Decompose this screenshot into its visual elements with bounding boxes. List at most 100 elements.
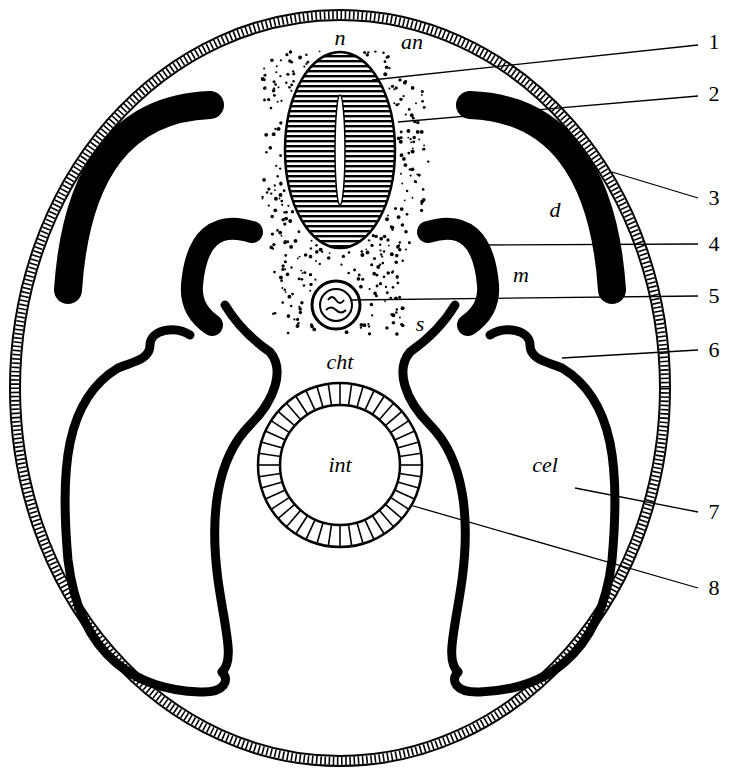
mesenchyme-dot <box>366 251 370 255</box>
epithelium-line <box>372 396 384 415</box>
mesenchyme-dot <box>398 103 400 105</box>
epithelium-line <box>395 490 415 499</box>
mesenchyme-dot <box>302 272 304 274</box>
mesenchyme-dot <box>277 86 279 88</box>
epithelium-line <box>365 390 374 410</box>
mesenchyme-dot <box>291 210 294 213</box>
mesenchyme-dot <box>281 268 284 271</box>
epithelium-line <box>349 384 352 406</box>
mesenchyme-dot <box>397 136 401 140</box>
mesenchyme-dot <box>287 73 289 75</box>
mesenchyme-dot <box>383 250 385 252</box>
epithelium-line <box>261 442 282 448</box>
mesenchyme-dot <box>395 254 399 258</box>
mesenchyme-dot <box>365 248 367 250</box>
epithelium-line <box>372 516 384 535</box>
mesenchyme-dot <box>279 154 282 157</box>
mesenchyme-dot <box>284 289 286 291</box>
mesenchyme-dot <box>272 248 274 250</box>
mesenchyme-dot <box>414 180 417 183</box>
mesenchyme-dot <box>406 213 409 216</box>
mesenchyme-dot <box>399 140 403 144</box>
mesenchyme-dot <box>319 263 321 265</box>
mesenchyme-dot <box>287 332 290 335</box>
mesenchyme-dot <box>293 318 295 320</box>
mesenchyme-dot <box>285 291 287 293</box>
mesenchyme-dot <box>303 284 305 286</box>
mesenchyme-dot <box>418 138 420 140</box>
part-label: cht <box>327 351 354 373</box>
mesenchyme-dot <box>386 271 390 275</box>
mesenchyme-dot <box>284 260 287 263</box>
mesenchyme-dot <box>267 98 270 101</box>
mesenchyme-dot <box>292 80 294 82</box>
mesenchyme-dot <box>276 229 279 232</box>
mesenchyme-dot <box>273 80 276 83</box>
epithelium-line <box>317 523 323 544</box>
mesenchyme-dot <box>277 175 279 177</box>
mesenchyme-dot <box>398 78 401 81</box>
mesenchyme-dot <box>271 232 274 235</box>
mesenchyme-dot <box>399 98 402 101</box>
mesenchyme-dot <box>395 332 398 335</box>
ectoderm-band <box>10 10 670 766</box>
mesenchyme-dot <box>265 151 268 154</box>
mesenchyme-dot <box>391 313 395 317</box>
mesenchyme-dot <box>285 81 287 83</box>
mesenchyme-dot <box>279 198 281 200</box>
mesenchyme-dot <box>268 146 272 150</box>
mesenchyme-dot <box>420 130 424 134</box>
epithelium-line <box>400 464 422 466</box>
mesenchyme-dot <box>379 282 382 285</box>
mesenchyme-dot <box>270 59 274 63</box>
mesenchyme-dot <box>299 256 301 258</box>
mesenchyme-dot <box>404 199 406 201</box>
mesenchyme-dot <box>279 182 282 185</box>
mesenchyme-dot <box>270 107 273 110</box>
callout-number: 5 <box>709 285 720 307</box>
mesenchyme-dot <box>372 234 375 237</box>
epithelium-line <box>261 482 282 488</box>
mesenchyme-dot <box>401 306 405 310</box>
epithelium-line <box>296 516 308 535</box>
mesenchyme-dot <box>400 173 402 175</box>
mesenchyme-dot <box>296 318 299 321</box>
mesenchyme-dot <box>423 106 426 109</box>
mesenchyme-dot <box>266 191 269 194</box>
mesenchyme-dot <box>275 71 277 73</box>
epithelium-line <box>258 464 280 466</box>
mesenchyme-dot <box>423 144 425 146</box>
mesenchyme-dot <box>379 237 383 241</box>
mesenchyme-dot <box>383 275 386 278</box>
mesenchyme-dot <box>370 303 373 306</box>
mesenchyme-dot <box>301 278 304 281</box>
mesenchyme-dot <box>383 235 387 239</box>
mesenchyme-dot <box>280 59 282 61</box>
mesenchyme-dot <box>362 323 366 327</box>
mesenchyme-dot <box>273 88 276 91</box>
mesenchyme-dot <box>379 249 381 251</box>
mesenchyme-dot <box>304 253 308 257</box>
mesenchyme-dot <box>402 157 406 161</box>
mesenchyme-dot <box>309 290 311 292</box>
mesenchyme-dot <box>272 132 276 136</box>
gut-tube <box>258 383 422 547</box>
mesenchyme-dot <box>393 102 395 104</box>
mesenchyme-dot <box>416 121 420 125</box>
mesenchyme-dot <box>299 311 303 315</box>
epithelium-line <box>398 442 419 448</box>
callout-number: 8 <box>709 577 720 599</box>
mesenchyme-dot <box>357 277 361 281</box>
mesenchyme-dot <box>412 147 414 149</box>
mesenchyme-dot <box>288 219 292 223</box>
mesenchyme-dot <box>360 326 362 328</box>
mesenchyme-dot <box>391 229 393 231</box>
mesoderm-left <box>65 105 277 692</box>
mesenchyme-dot <box>370 244 373 247</box>
mesenchyme-dot <box>279 167 281 169</box>
leader-lines <box>350 45 698 588</box>
mesenchyme-dot <box>273 208 277 212</box>
mesenchyme-dot <box>420 209 423 212</box>
mesenchyme-dot <box>388 88 390 90</box>
